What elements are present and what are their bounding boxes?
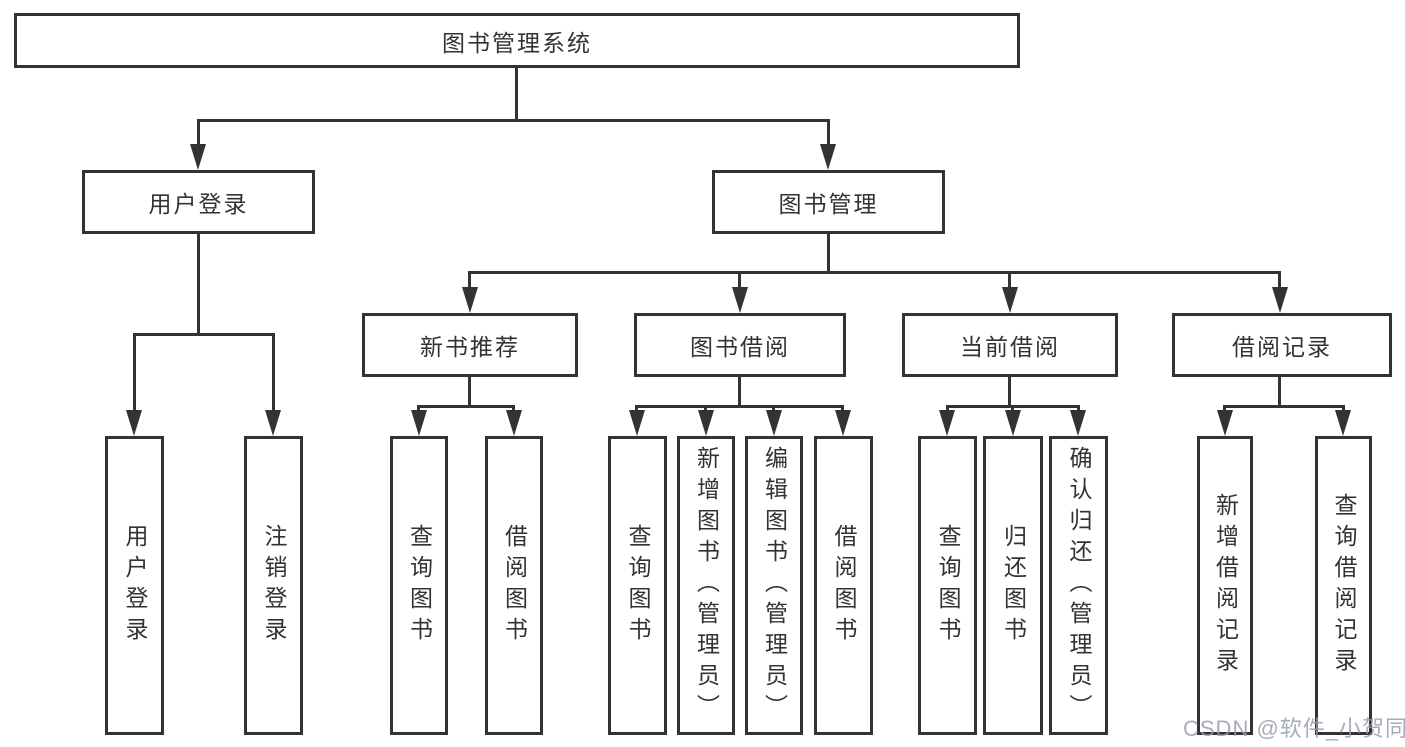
node-cb-query-label: 查询图书: [935, 523, 961, 648]
arrowhead-nbr-query: [411, 410, 427, 436]
node-book-borrow-label: 图书借阅: [690, 334, 790, 360]
arrowhead-new-book-rec: [462, 287, 478, 313]
arrowhead-cb-return: [1005, 410, 1021, 436]
arrowhead-bb-edit: [766, 410, 782, 436]
connector-nbr-split: [417, 405, 515, 408]
connector-br-split: [1223, 405, 1344, 408]
connector-bm-stem: [827, 234, 830, 273]
connector-br-stem: [1278, 377, 1281, 408]
node-nbr-query: 查询图书: [390, 436, 448, 735]
node-ul-logout: 注销登录: [244, 436, 303, 735]
node-bb-borrow-label: 借阅图书: [831, 523, 857, 648]
arrowhead-cb-confirm: [1070, 410, 1086, 436]
node-current-borrow: 当前借阅: [902, 313, 1118, 377]
arrowhead-current-borrow: [1002, 287, 1018, 313]
connector-nbr-branch-2: [512, 405, 515, 414]
node-bb-query-label: 查询图书: [625, 523, 651, 648]
connector-cb-branch-2: [1011, 405, 1014, 414]
connector-ul-stem: [197, 234, 200, 335]
node-cb-return-label: 归还图书: [1000, 523, 1027, 648]
connector-ul-split: [133, 333, 275, 336]
connector-bm-branch-1: [468, 271, 471, 289]
node-user-login: 用户登录: [82, 170, 315, 234]
arrowhead-bb-borrow: [835, 410, 851, 436]
node-new-book-rec-label: 新书推荐: [420, 334, 520, 360]
arrowhead-user-login: [190, 144, 206, 170]
connector-bm-branch-4: [1278, 271, 1281, 289]
connector-cb-branch-3: [1077, 405, 1080, 414]
arrowhead-cb-query: [939, 410, 955, 436]
node-cb-return: 归还图书: [983, 436, 1043, 735]
connector-bb-split: [635, 405, 844, 408]
arrowhead-br-add: [1217, 410, 1233, 436]
connector-cb-stem: [1008, 377, 1011, 408]
connector-bb-stem: [738, 377, 741, 408]
node-br-add-label: 新增借阅记录: [1212, 492, 1239, 679]
connector-cb-branch-1: [946, 405, 949, 414]
node-nbr-borrow: 借阅图书: [485, 436, 543, 735]
node-nbr-borrow-label: 借阅图书: [501, 523, 528, 648]
node-book-borrow: 图书借阅: [634, 313, 846, 377]
connector-ul-branch-1: [133, 333, 136, 412]
connector-bb-branch-1: [635, 405, 638, 414]
node-ul-login-label: 用户登录: [122, 523, 148, 648]
connector-br-branch-2: [1342, 405, 1345, 414]
node-bb-borrow: 借阅图书: [814, 436, 873, 735]
arrowhead-br-query: [1335, 410, 1351, 436]
connector-ul-branch-2: [272, 333, 275, 412]
arrowhead-book-borrow: [732, 287, 748, 313]
node-ul-login: 用户登录: [105, 436, 164, 735]
connector-br-branch-1: [1223, 405, 1226, 414]
arrowhead-nbr-borrow: [506, 410, 522, 436]
node-current-borrow-label: 当前借阅: [960, 334, 1060, 360]
node-br-query-label: 查询借阅记录: [1331, 492, 1357, 679]
connector-nbr-stem: [468, 377, 471, 408]
connector-root-branch-left: [197, 119, 200, 147]
node-cb-query: 查询图书: [918, 436, 977, 735]
node-user-login-label: 用户登录: [148, 191, 249, 217]
node-cb-confirm: 确认归还（管理员）: [1049, 436, 1108, 735]
arrowhead-ul-login: [126, 410, 142, 436]
connector-bb-branch-4: [841, 405, 844, 414]
node-root: 图书管理系统: [14, 13, 1020, 68]
connector-root-branch-right: [827, 119, 830, 147]
connector-bm-branch-3: [1008, 271, 1011, 289]
node-bb-query: 查询图书: [608, 436, 667, 735]
node-book-mgmt: 图书管理: [712, 170, 945, 234]
node-ul-logout-label: 注销登录: [261, 523, 287, 648]
node-br-add: 新增借阅记录: [1197, 436, 1253, 735]
connector-bm-branch-2: [738, 271, 741, 289]
node-br-query: 查询借阅记录: [1315, 436, 1372, 735]
connector-bb-branch-2: [704, 405, 707, 414]
node-borrow-records: 借阅记录: [1172, 313, 1392, 377]
node-bb-add-label: 新增图书（管理员）: [693, 446, 720, 725]
node-borrow-records-label: 借阅记录: [1232, 334, 1332, 360]
arrowhead-book-mgmt: [820, 144, 836, 170]
node-root-label: 图书管理系统: [442, 29, 592, 56]
node-bb-edit-label: 编辑图书（管理员）: [761, 446, 788, 725]
arrowhead-bb-add: [698, 410, 714, 436]
node-book-mgmt-label: 图书管理: [778, 191, 879, 217]
arrowhead-bb-query: [629, 410, 645, 436]
connector-bm-split: [468, 271, 1281, 274]
connector-bb-branch-3: [772, 405, 775, 414]
node-bb-add: 新增图书（管理员）: [677, 436, 735, 735]
arrowhead-ul-logout: [265, 410, 281, 436]
connector-nbr-branch-1: [417, 405, 420, 414]
connector-root-split: [197, 119, 830, 122]
arrowhead-borrow-records: [1272, 287, 1288, 313]
connector-root-stem: [515, 68, 518, 121]
node-nbr-query-label: 查询图书: [406, 523, 433, 648]
csdn-watermark: CSDN @软件_小贺同学: [1183, 716, 1405, 741]
node-cb-confirm-label: 确认归还（管理员）: [1066, 446, 1092, 725]
node-bb-edit: 编辑图书（管理员）: [745, 436, 803, 735]
node-new-book-rec: 新书推荐: [362, 313, 578, 377]
